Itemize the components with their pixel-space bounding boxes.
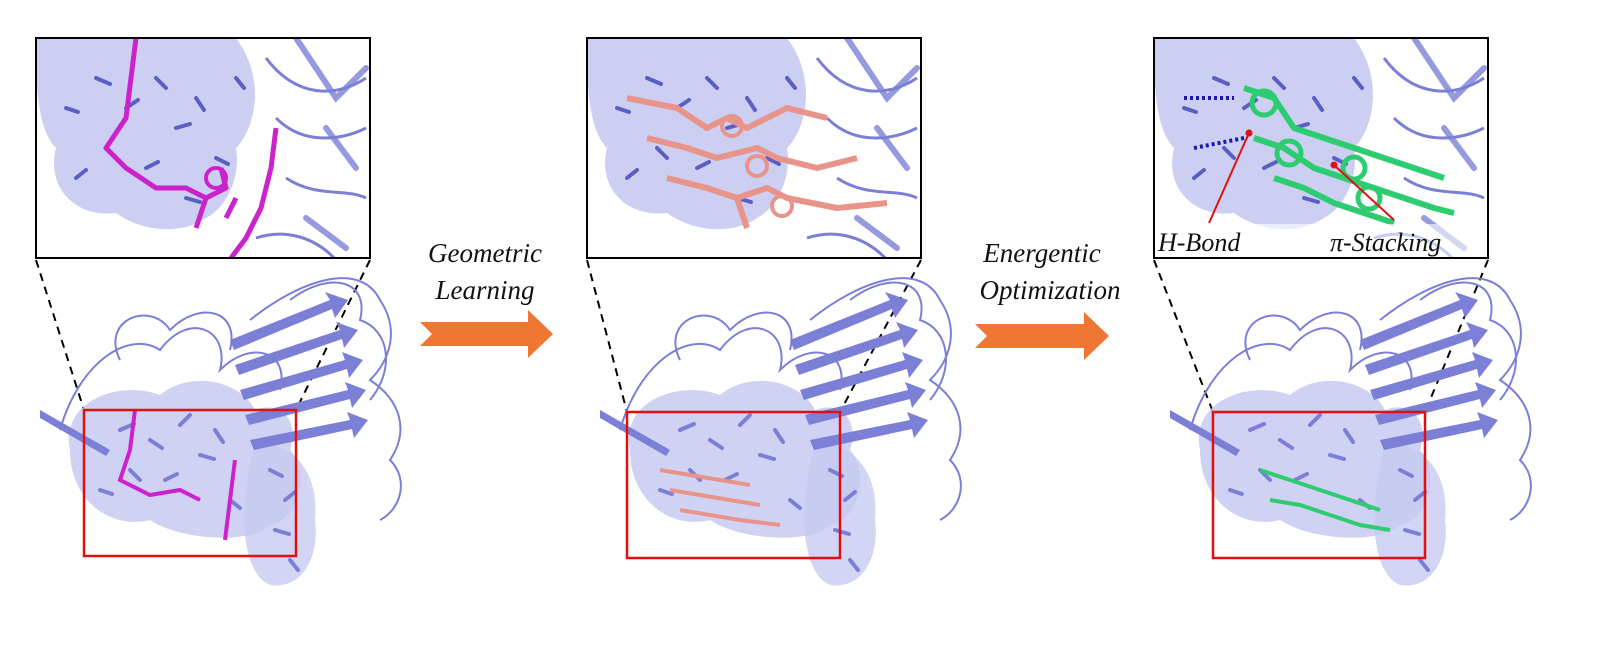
step-label-line2: Optimization (979, 275, 1120, 305)
inset-initial (35, 37, 371, 259)
right-arrow-icon (420, 310, 553, 358)
protein-optimized (1168, 276, 1533, 588)
right-arrow-icon (975, 312, 1109, 360)
inset-learned (586, 37, 922, 259)
annotation-pi-stacking: π-Stacking (1330, 228, 1441, 257)
zoom-line-left (1153, 259, 1214, 413)
step-geometric-learning: Geometric Learning (420, 238, 553, 358)
highlight-box-initial (82, 408, 298, 558)
annotation-hbond: H-Bond (1157, 228, 1241, 257)
step-label-line2: Learning (434, 275, 534, 305)
panel-optimized-pose: H-Bond π-Stacking (1153, 37, 1533, 588)
zoom-line-left (586, 259, 628, 413)
highlight-box-optimized (1211, 410, 1427, 560)
protein-learned (598, 276, 963, 588)
step-label-line1: Geometric (428, 238, 542, 268)
zoom-line-left (35, 259, 85, 411)
step-label-line1: Energentic (982, 238, 1100, 268)
panel-learned-pose (586, 37, 963, 588)
protein-initial (38, 276, 403, 588)
inset-optimized: H-Bond π-Stacking (1153, 37, 1489, 259)
step-energetic-optimization: Energentic Optimization (975, 238, 1121, 360)
highlight-box-learned (625, 410, 842, 560)
panel-initial-pose (35, 37, 403, 588)
